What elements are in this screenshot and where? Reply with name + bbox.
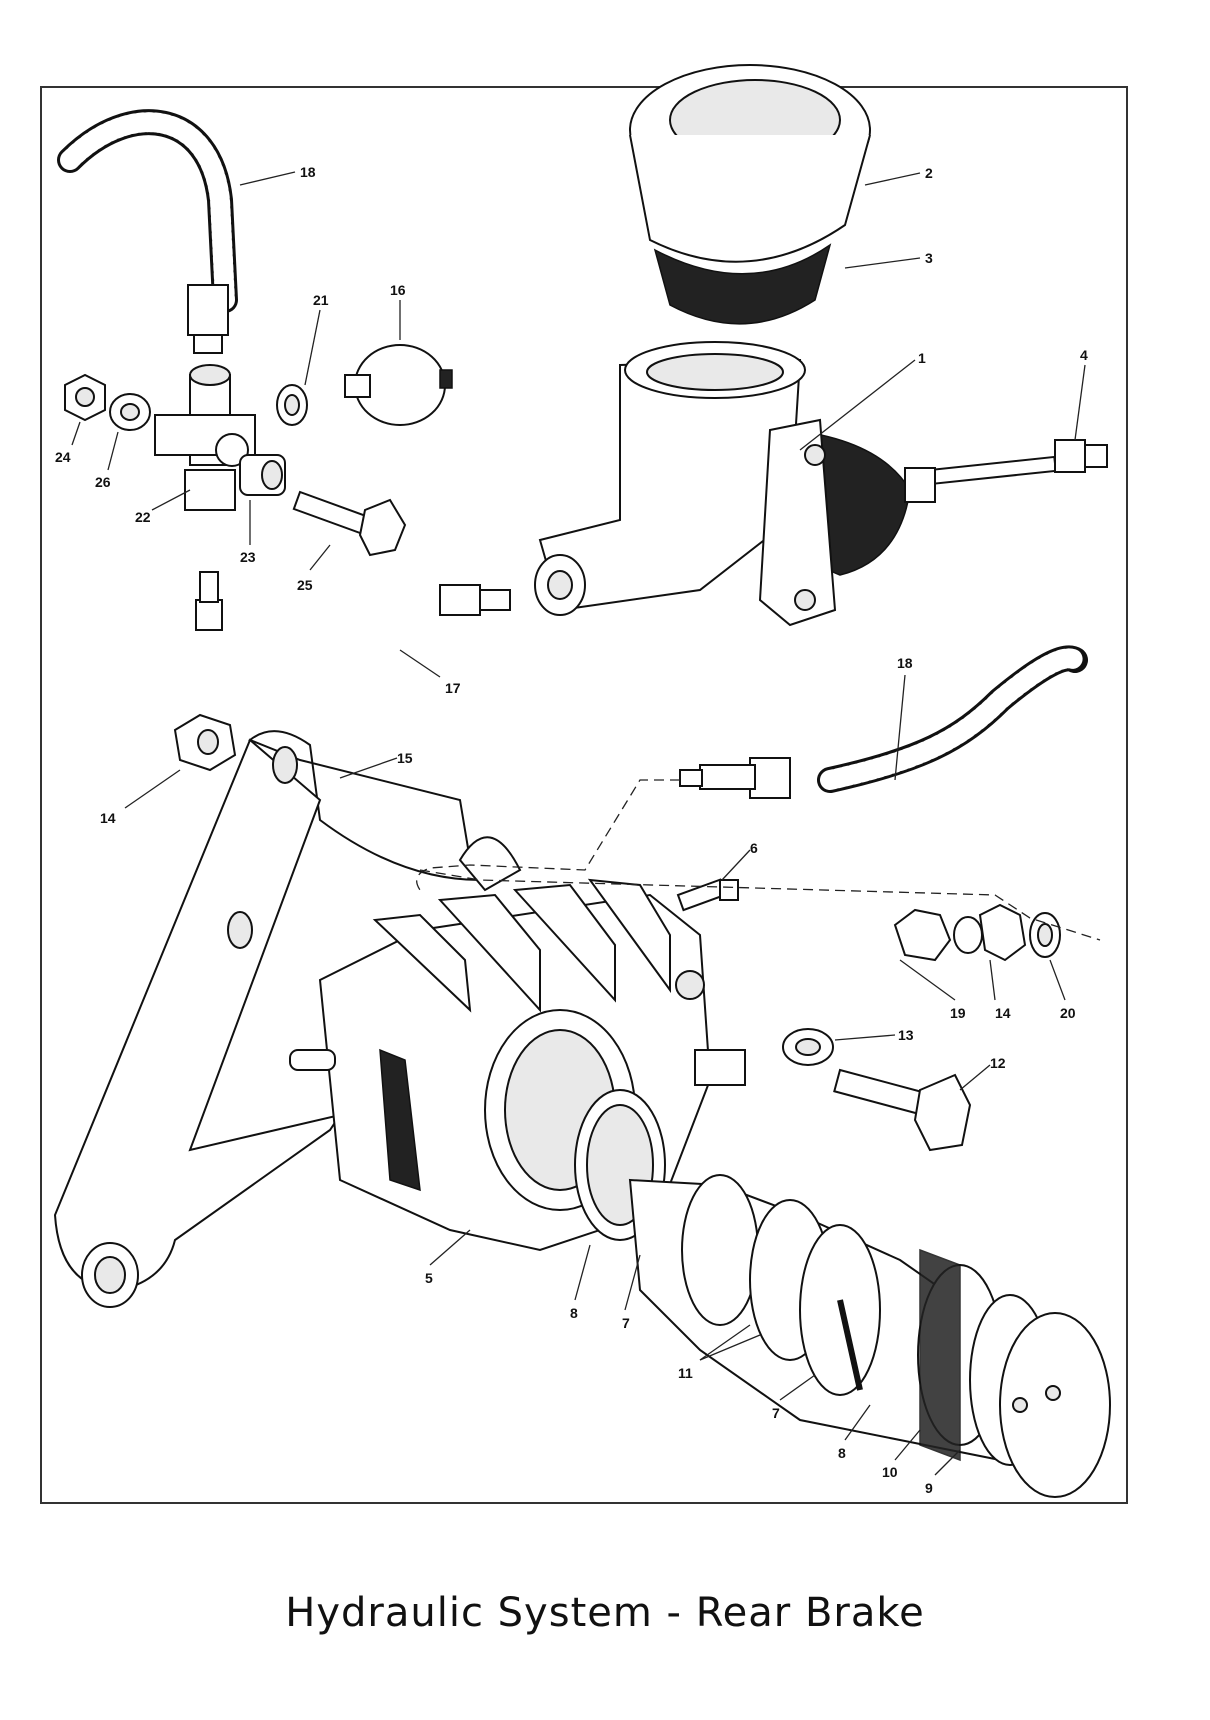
callout-7-left: 7 — [622, 1315, 630, 1331]
washer-21 — [276, 384, 308, 426]
callout-20: 20 — [1060, 1005, 1076, 1021]
callout-13: 13 — [898, 1027, 914, 1043]
callout-18-top: 18 — [300, 164, 316, 180]
callout-8-left: 8 — [570, 1305, 578, 1321]
callout-18-right: 18 — [897, 655, 913, 671]
callout-6: 6 — [750, 840, 758, 856]
callout-3: 3 — [925, 250, 933, 266]
spacer-23 — [239, 454, 286, 496]
bolt-25 — [292, 490, 407, 557]
washer-13 — [782, 1028, 834, 1066]
callout-25: 25 — [297, 577, 313, 593]
piston-assembly — [574, 1089, 1111, 1498]
callout-26: 26 — [95, 474, 111, 490]
union-t-piece — [154, 364, 256, 511]
bleed-screw — [676, 878, 739, 912]
callout-23: 23 — [240, 549, 256, 565]
callout-15: 15 — [397, 750, 413, 766]
pressure-switch-16 — [344, 344, 453, 426]
washer-20 — [1029, 912, 1061, 958]
leader-lines — [71, 171, 1086, 1476]
nut-14-left — [173, 713, 237, 772]
callout-2: 2 — [925, 165, 933, 181]
washer-26 — [109, 393, 151, 431]
callout-12: 12 — [990, 1055, 1006, 1071]
assembly-line-pipe — [419, 869, 1101, 941]
diagram-frame — [40, 86, 1128, 1504]
brake-pipe-17 — [195, 571, 511, 702]
nut-24 — [64, 373, 106, 422]
master-cylinder — [534, 341, 911, 627]
reservoir-seal — [653, 243, 832, 325]
brake-hose-right — [679, 645, 1088, 799]
callout-labels: 18 2 3 1 4 16 21 24 26 22 23 25 17 14 15… — [55, 164, 1088, 1496]
callout-8-right: 8 — [838, 1445, 846, 1461]
callout-21: 21 — [313, 292, 329, 308]
reservoir-cap — [629, 64, 871, 263]
nut-14-right — [953, 903, 1027, 962]
callout-22: 22 — [135, 509, 151, 525]
callout-24: 24 — [55, 449, 71, 465]
callout-5: 5 — [425, 1270, 433, 1286]
callout-9: 9 — [925, 1480, 933, 1496]
callout-17: 17 — [445, 680, 461, 696]
callout-4: 4 — [1080, 347, 1088, 363]
brake-pipe-19 — [694, 908, 952, 1086]
callout-14-right: 14 — [995, 1005, 1011, 1021]
callout-10: 10 — [882, 1464, 898, 1480]
push-rod — [904, 439, 1108, 503]
bolt-12 — [833, 1068, 972, 1152]
caliper-bracket — [53, 730, 522, 1308]
callout-16: 16 — [390, 282, 406, 298]
callout-1: 1 — [918, 350, 926, 366]
callout-14-left: 14 — [100, 810, 116, 826]
callout-11: 11 — [678, 1365, 693, 1381]
callout-19: 19 — [950, 1005, 966, 1021]
assembly-line-hose — [416, 779, 680, 891]
brake-hose-top — [57, 109, 238, 354]
callout-7-right: 7 — [772, 1405, 780, 1421]
diagram-caption: Hydraulic System - Rear Brake — [285, 1590, 925, 1636]
